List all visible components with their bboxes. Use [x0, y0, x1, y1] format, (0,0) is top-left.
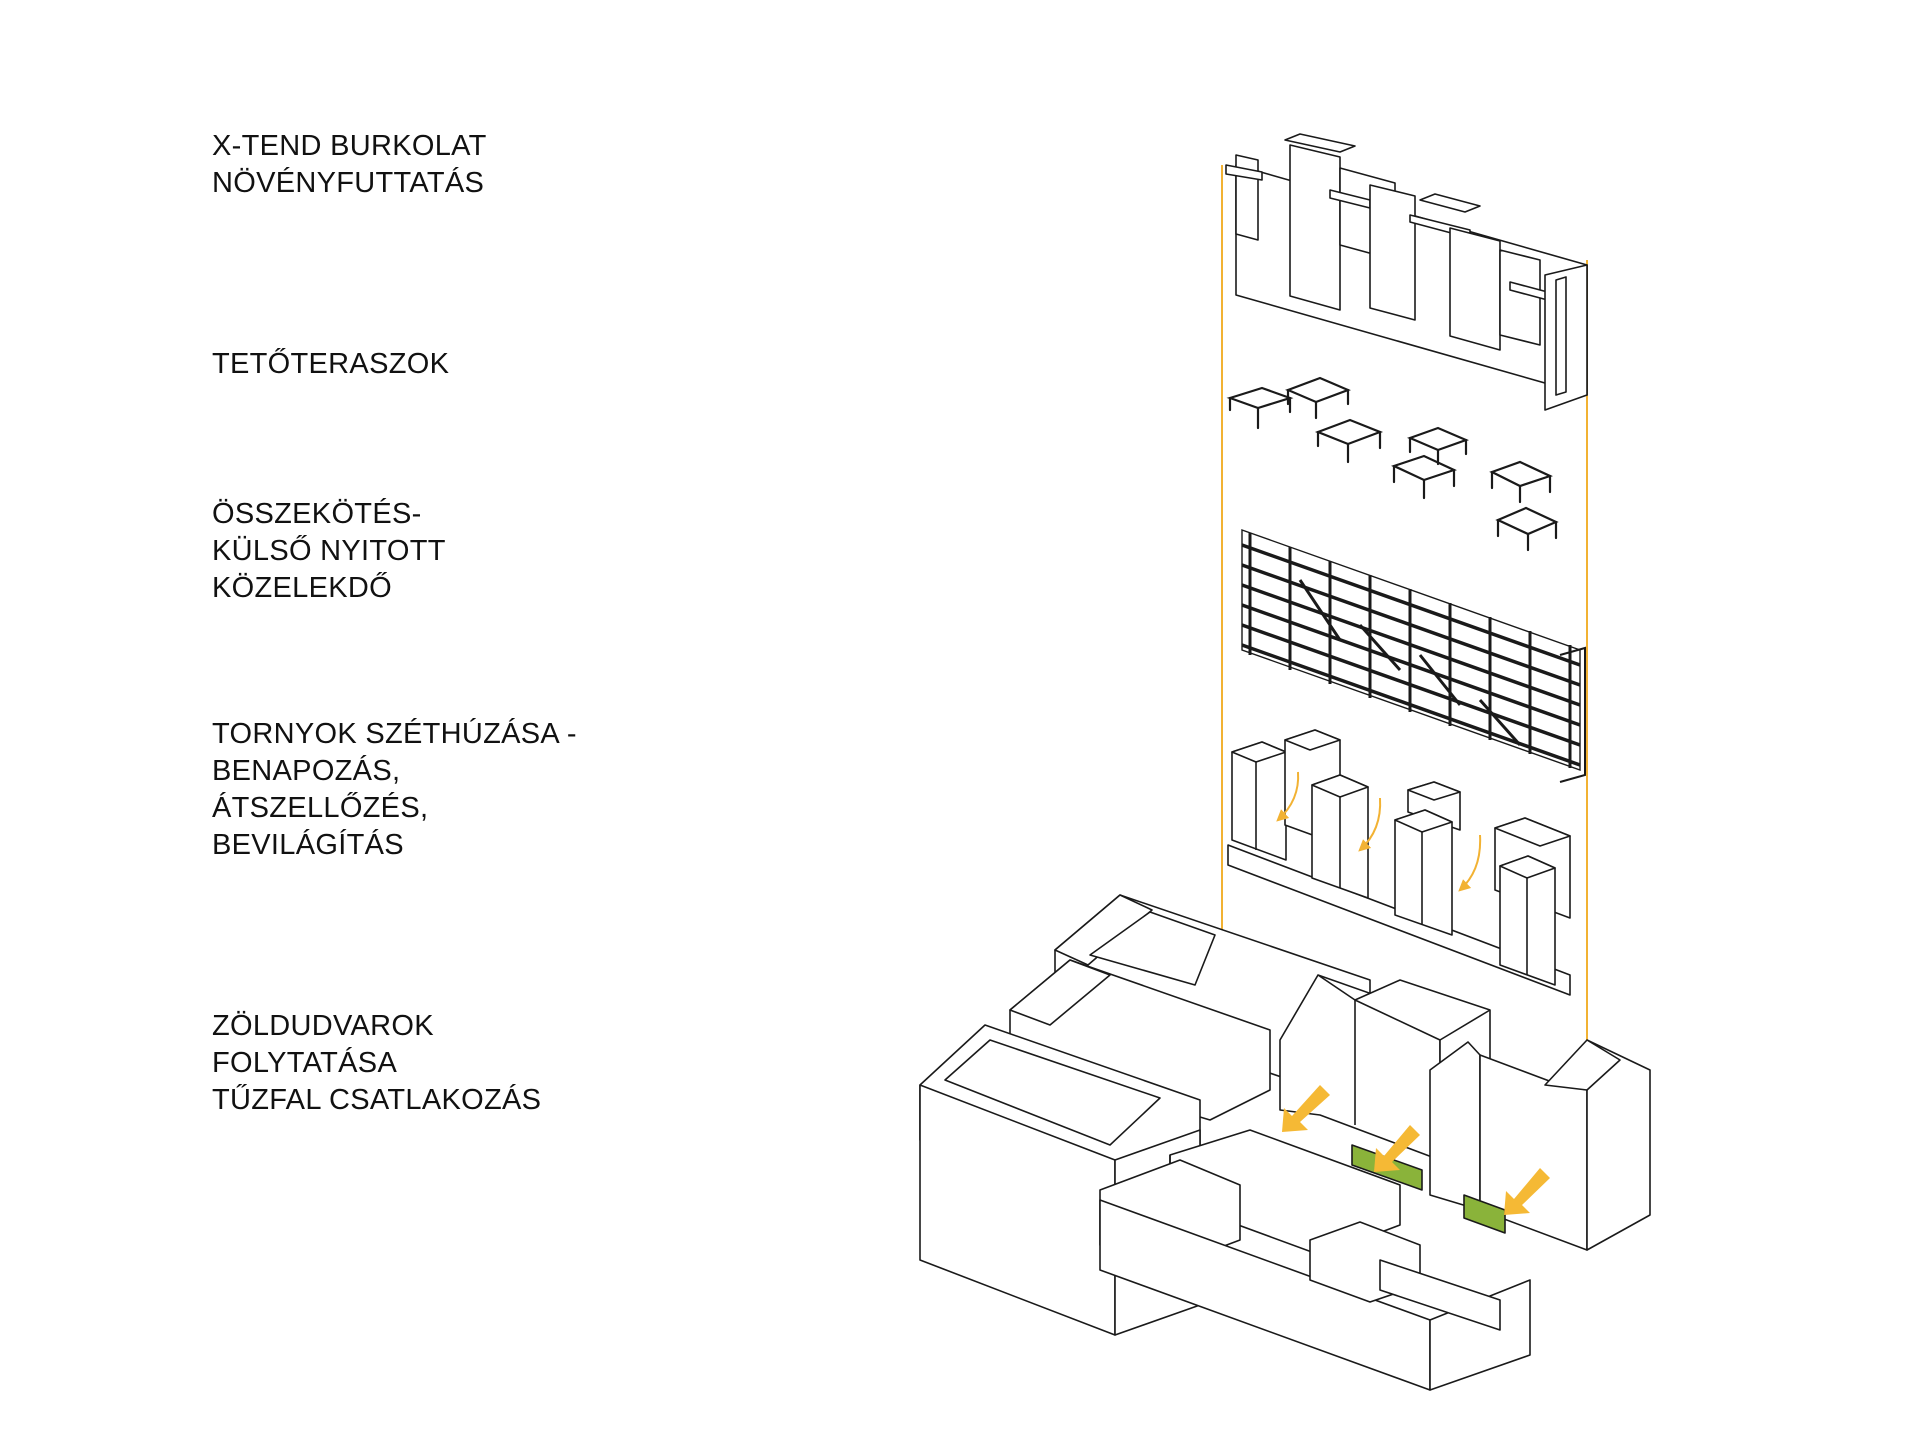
- roof-terraces-layer: [1226, 376, 1559, 552]
- wind-arrows: [1276, 771, 1482, 892]
- pergola-frame: [1495, 506, 1559, 552]
- facade-cladding-layer: [1225, 133, 1588, 411]
- open-corridor-layer: [1241, 529, 1586, 783]
- label-line: BEVILÁGÍTÁS: [212, 829, 404, 861]
- tower-block: [1499, 855, 1556, 986]
- urban-block-layer: [919, 894, 1651, 1391]
- label-facade: X-TEND BURKOLAT NÖVÉNYFUTTATÁS: [212, 128, 487, 202]
- label-line: FOLYTATÁSA: [212, 1047, 398, 1079]
- pergola-frame: [1391, 454, 1457, 500]
- tower-block: [1231, 741, 1287, 861]
- tower-block: [1394, 809, 1453, 936]
- tower-block: [1407, 781, 1461, 831]
- label-line: ZÖLDUDVAROK: [212, 1010, 434, 1042]
- label-connection: ÖSSZEKÖTÉS- KÜLSŐ NYITOTT KÖZELEKDŐ: [212, 496, 446, 607]
- sun-arrow: [1282, 1085, 1330, 1132]
- tower-base-slab: [1227, 844, 1571, 996]
- pergola-frame: [1406, 426, 1470, 466]
- corridor-stairs: [1298, 579, 1522, 746]
- label-line: KÖZELEKDŐ: [212, 572, 392, 604]
- label-line: ÖSSZEKÖTÉS-: [212, 498, 422, 530]
- sunlight-arrows: [1282, 1085, 1550, 1215]
- label-line: BENAPOZÁS,: [212, 755, 401, 787]
- tower-block: [1311, 774, 1369, 899]
- sun-arrow: [1374, 1125, 1420, 1172]
- pergola-frame: [1226, 386, 1294, 430]
- label-roof-terraces: TETŐTERASZOK: [212, 346, 449, 383]
- label-line: X-TEND BURKOLAT: [212, 130, 487, 162]
- label-towers: TORNYOK SZÉTHÚZÁSA - BENAPOZÁS, ÁTSZELLŐ…: [212, 716, 577, 864]
- pergola-frame: [1285, 376, 1351, 420]
- label-line: TŰZFAL CSATLAKOZÁS: [212, 1084, 542, 1116]
- main-tall-block: [1429, 1041, 1481, 1211]
- towers-layer: [1227, 729, 1571, 996]
- label-line: TORNYOK SZÉTHÚZÁSA -: [212, 718, 577, 750]
- pergola-frame: [1489, 460, 1553, 504]
- label-courtyards: ZÖLDUDVAROK FOLYTATÁSA TŰZFAL CSATLAKOZÁ…: [212, 1008, 541, 1119]
- sun-arrow: [1504, 1168, 1550, 1215]
- label-line: NÖVÉNYFUTTATÁS: [212, 167, 485, 199]
- label-line: ÁTSZELLŐZÉS,: [212, 792, 429, 824]
- layer-labels: X-TEND BURKOLAT NÖVÉNYFUTTATÁS TETŐTERAS…: [0, 0, 900, 1436]
- label-line: KÜLSŐ NYITOTT: [212, 535, 446, 567]
- pergola-frame: [1314, 418, 1384, 464]
- label-line: TETŐTERASZOK: [212, 348, 450, 380]
- corridor-posts: [1248, 533, 1572, 768]
- green-courtyard: [1463, 1194, 1506, 1234]
